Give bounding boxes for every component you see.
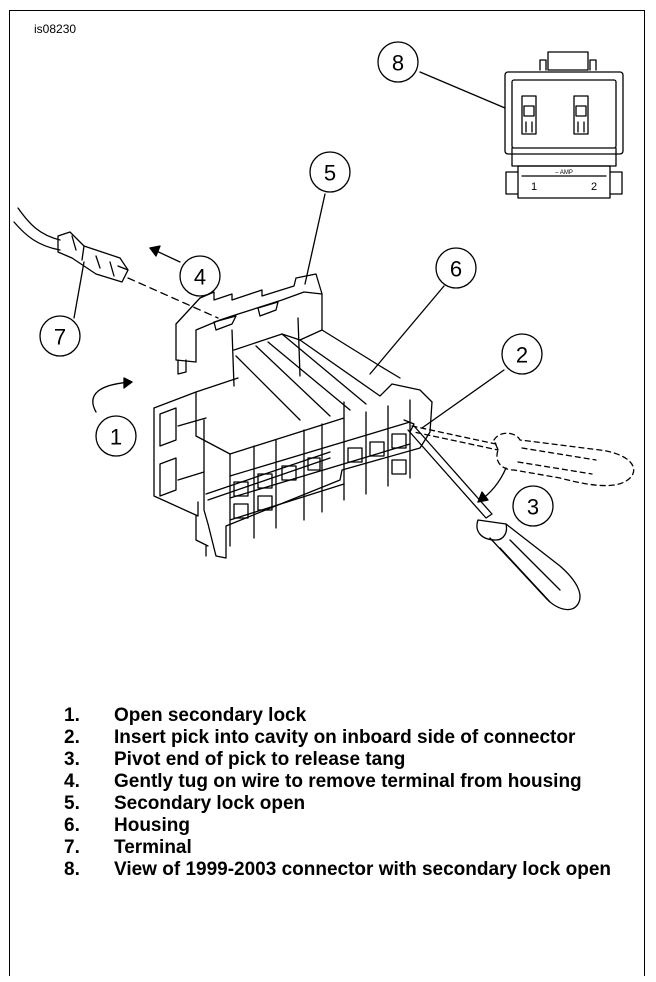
legend-text: Housing <box>114 815 190 836</box>
callout-4-label: 4 <box>194 265 206 290</box>
legend-text: Open secondary lock <box>114 705 307 726</box>
legend-text: Gently tug on wire to remove terminal fr… <box>114 771 582 792</box>
callout-6-label: 6 <box>450 257 462 282</box>
legend-item: 3. Pivot end of pick to release tang <box>64 749 624 771</box>
legend-item: 2. Insert pick into cavity on inboard sid… <box>64 727 624 749</box>
legend-number: 4. <box>64 771 80 792</box>
callout-5-circle <box>309 151 351 193</box>
callout-3-label: 3 <box>527 495 539 520</box>
leader-line-7 <box>73 261 85 319</box>
connector-illustration: – AMP 1 2 <box>13 41 635 611</box>
legend-item: 6. Housing <box>64 815 624 837</box>
callout-7-circle <box>39 315 81 357</box>
callout-7-label: 7 <box>54 325 66 350</box>
connector-housing <box>153 273 433 559</box>
inset-connector <box>504 51 624 199</box>
figure-id: is08230 <box>34 22 77 36</box>
legend-item: 5. Secondary lock open <box>64 793 624 815</box>
legend-item: 1. Open secondary lock <box>64 705 624 727</box>
legend-list: 1. Open secondary lock 2. Insert pick into… <box>64 705 624 881</box>
callout-8-label: 8 <box>392 51 404 76</box>
inset-pin-2-label: 2 <box>591 181 597 193</box>
wire-and-terminal <box>13 207 129 283</box>
callout-2-circle <box>501 333 543 375</box>
callout-2-label: 2 <box>516 343 528 368</box>
cavity-tab <box>403 419 415 433</box>
legend-number: 1. <box>64 705 80 726</box>
callout-8-circle <box>377 41 419 83</box>
legend-item: 7. Terminal <box>64 837 624 859</box>
legend-number: 2. <box>64 727 80 748</box>
leader-line-5 <box>304 193 326 285</box>
legend-number: 5. <box>64 793 80 814</box>
legend-item: 4. Gently tug on wire to remove terminal … <box>64 771 624 793</box>
inset-brand-label: – AMP <box>555 170 573 176</box>
callout-1-label: 1 <box>110 425 122 450</box>
inset-pin-1-label: 1 <box>531 181 537 193</box>
leader-line-2 <box>421 369 505 429</box>
legend-number: 7. <box>64 837 80 858</box>
legend-text: View of 1999-2003 connector with seconda… <box>114 859 611 880</box>
figure-frame <box>9 10 645 976</box>
pick-tool <box>407 425 635 611</box>
callout-4-circle <box>179 255 221 297</box>
leader-line-8 <box>419 71 506 109</box>
legend-text: Secondary lock open <box>114 793 306 814</box>
legend-number: 6. <box>64 815 80 836</box>
legend-number: 8. <box>64 859 80 880</box>
callout-3-circle <box>512 485 554 527</box>
legend-text: Pivot end of pick to release tang <box>114 749 406 770</box>
legend-number: 3. <box>64 749 80 770</box>
pull-path-dashed <box>127 277 219 319</box>
callout-1-circle <box>95 415 137 457</box>
callout-5-label: 5 <box>324 161 336 186</box>
legend-text: Terminal <box>114 837 192 858</box>
legend-text: Insert pick into cavity on inboard side … <box>114 727 576 748</box>
legend-item: 8. View of 1999-2003 connector with secon… <box>64 859 624 881</box>
leader-line-6 <box>369 285 445 375</box>
callout-6-circle <box>435 247 477 289</box>
